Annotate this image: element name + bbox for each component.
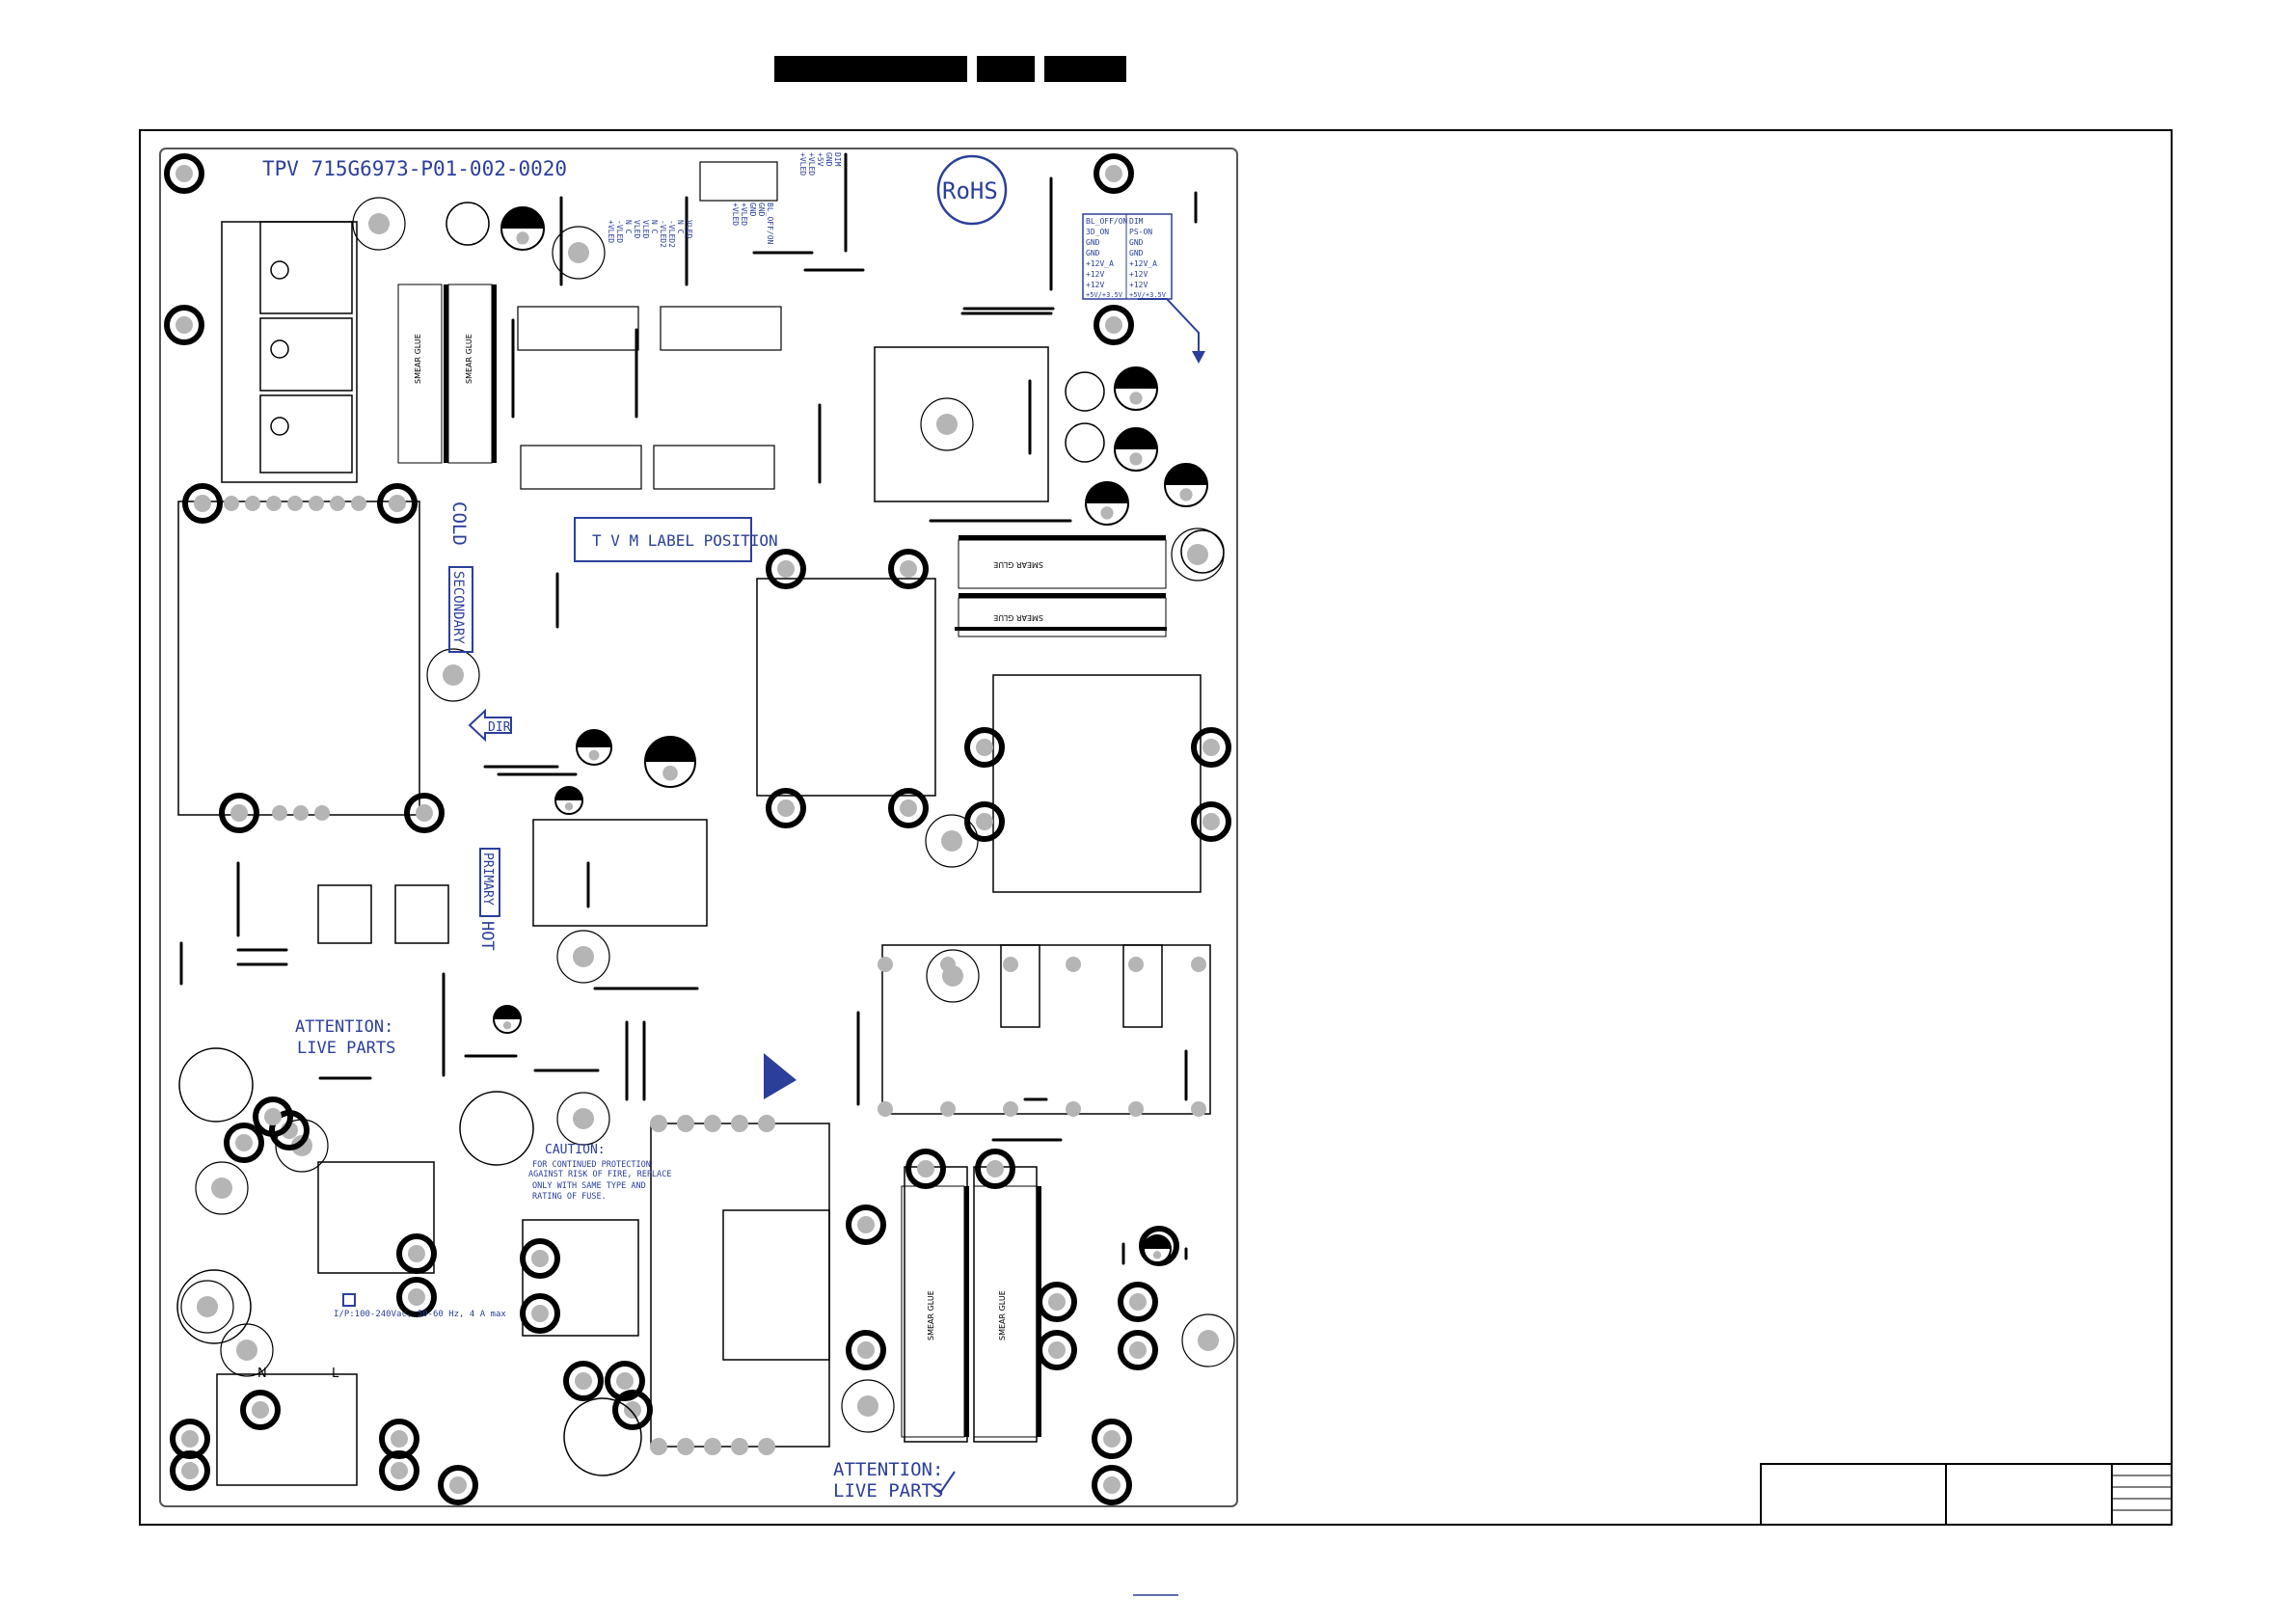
ic-footprints xyxy=(517,161,782,490)
live-parts-check xyxy=(931,1471,956,1495)
connector-pin-label: GND xyxy=(824,152,833,167)
label-position-text: T V M LABEL POSITION xyxy=(592,531,778,550)
rohs-mark: RoHS xyxy=(942,177,998,204)
pin-table-right: DIM PS-ON GND GND +12V_A +12V +12V +5V/+… xyxy=(1129,217,1167,299)
live-parts-label-2: LIVE PARTS xyxy=(833,1480,943,1502)
connector-pin-label: -VLED2 xyxy=(659,220,667,248)
pin-label: GND xyxy=(1129,238,1144,247)
electrolytic-capacitors xyxy=(176,202,1225,1476)
attention-label-2: ATTENTION: xyxy=(833,1459,943,1480)
label-position-box xyxy=(574,517,752,562)
glue-label: SMEAR GLUE xyxy=(998,1290,1007,1340)
glue-label: SMEAR GLUE xyxy=(993,613,1043,622)
led-connector-labels: VLED N C -VLED2 -VLED2 N C VLED VLED N C… xyxy=(607,220,693,248)
board-outline xyxy=(159,148,1238,1507)
drawing-frame xyxy=(139,129,2173,1526)
esd-symbol xyxy=(764,1053,797,1099)
connector-pin-label: N C xyxy=(624,220,633,234)
connector-pin-label: VLED xyxy=(685,220,693,238)
connector-pin-label: BL_OFF/ON xyxy=(766,203,774,245)
connector-pin-label: +VLED xyxy=(798,152,807,176)
connector-pin-label: +VLED xyxy=(731,203,740,226)
connector-arrow xyxy=(1138,298,1200,359)
footer-page-link[interactable] xyxy=(1133,1582,1179,1595)
hot-label: HOT xyxy=(477,921,497,951)
caution-line-3: ONLY WITH SAME TYPE AND xyxy=(532,1181,646,1191)
mounting-holes xyxy=(164,153,1231,1505)
connector-pin-label: -VLED xyxy=(615,220,624,243)
connector-pin-label: -VLED2 xyxy=(667,220,676,248)
pin-label: +12V_A xyxy=(1129,259,1157,268)
pin-label: +5V/+3.5V xyxy=(1086,291,1123,299)
pin-label: DIM xyxy=(1129,217,1144,226)
pin-label: +5V/+3.5V xyxy=(1129,291,1167,299)
pin-label: GND xyxy=(1129,249,1144,257)
choke-bars xyxy=(444,284,1167,1437)
connector-pin-label: +5V xyxy=(816,152,824,167)
silkscreen-text: TPV 715G6973-P01-002-0020 RoHS T V M LAB… xyxy=(262,154,1205,1502)
header-bar-2 xyxy=(977,56,1035,82)
dir-arrow xyxy=(468,708,512,743)
connector-pin-label: DIM xyxy=(833,152,842,167)
pin-table xyxy=(1082,213,1173,300)
secondary-label: SECONDARY xyxy=(450,571,466,644)
glue-label: SMEAR GLUE xyxy=(993,560,1043,569)
connector-pin-label: N C xyxy=(676,220,685,234)
caution-line-2: AGAINST RISK OF FIRE, REPLACE xyxy=(528,1170,671,1179)
header-bar-1 xyxy=(774,56,967,82)
primary-label: PRIMARY xyxy=(480,853,495,906)
primary-heatsink xyxy=(221,221,358,483)
jumper-wires xyxy=(179,152,1198,1265)
glue-labels: SMEAR GLUE SMEAR GLUE SMEAR GLUE SMEAR G… xyxy=(414,334,1043,1340)
glue-label: SMEAR GLUE xyxy=(414,334,422,384)
title-block xyxy=(1760,1463,2173,1526)
pin-label: BL_OFF/ON xyxy=(1086,217,1128,226)
connector-pin-label: +VLED xyxy=(740,203,748,226)
primary-box xyxy=(479,848,500,917)
connector-arrowhead xyxy=(1192,351,1205,364)
pin-label: +12V xyxy=(1086,270,1104,279)
pin-label: +12V xyxy=(1086,281,1104,289)
cold-label: COLD xyxy=(448,501,470,546)
attention-label-1: ATTENTION: xyxy=(295,1017,393,1037)
input-rating: I/P:100-240Vac, 50-60 Hz, 4 A max xyxy=(334,1310,506,1319)
caution-line-1: FOR CONTINUED PROTECTION xyxy=(532,1160,651,1170)
connector-pin-label: VLED xyxy=(633,220,641,238)
connector-pin-label: +VLED xyxy=(607,220,615,243)
connector-pin-label: GND xyxy=(757,203,766,217)
pin-label: +12V xyxy=(1129,281,1148,289)
line-label: L xyxy=(332,1367,339,1381)
fuse-marker xyxy=(342,1293,356,1307)
connector-pin-label: VLED xyxy=(641,220,650,238)
live-parts-label-1: LIVE PARTS xyxy=(297,1039,395,1058)
pin-label: +12V xyxy=(1129,270,1148,279)
glue-label: SMEAR GLUE xyxy=(465,334,473,384)
header-bar-3 xyxy=(1044,56,1126,82)
top-connector-labels: DIM GND +5V +VLED +VLED BL_OFF/ON GND GN… xyxy=(731,152,842,245)
connector-pin-label: N C xyxy=(650,220,659,234)
caution-title: CAUTION: xyxy=(545,1143,606,1157)
glue-strips xyxy=(397,284,1167,1438)
gray-pads xyxy=(180,197,1235,1455)
caution-line-4: RATING OF FUSE. xyxy=(532,1192,607,1202)
pin-label: PS-ON xyxy=(1129,228,1152,236)
part-number: TPV 715G6973-P01-002-0020 xyxy=(262,157,567,180)
connector-pin-label: +VLED xyxy=(807,152,816,176)
dir-label: DIR xyxy=(488,720,511,735)
rohs-circle xyxy=(936,154,1008,226)
glue-label: SMEAR GLUE xyxy=(927,1290,935,1340)
pin-label: +12V_A xyxy=(1086,259,1114,268)
secondary-box xyxy=(448,566,473,653)
pin-label: GND xyxy=(1086,238,1100,247)
connector-pin-label: GND xyxy=(748,203,757,217)
pin-table-left: BL_OFF/ON 3D_ON GND GND +12V_A +12V +12V… xyxy=(1086,217,1128,299)
pin-label: GND xyxy=(1086,249,1100,257)
neutral-label: N xyxy=(257,1367,267,1381)
pin-label: 3D_ON xyxy=(1086,228,1109,236)
